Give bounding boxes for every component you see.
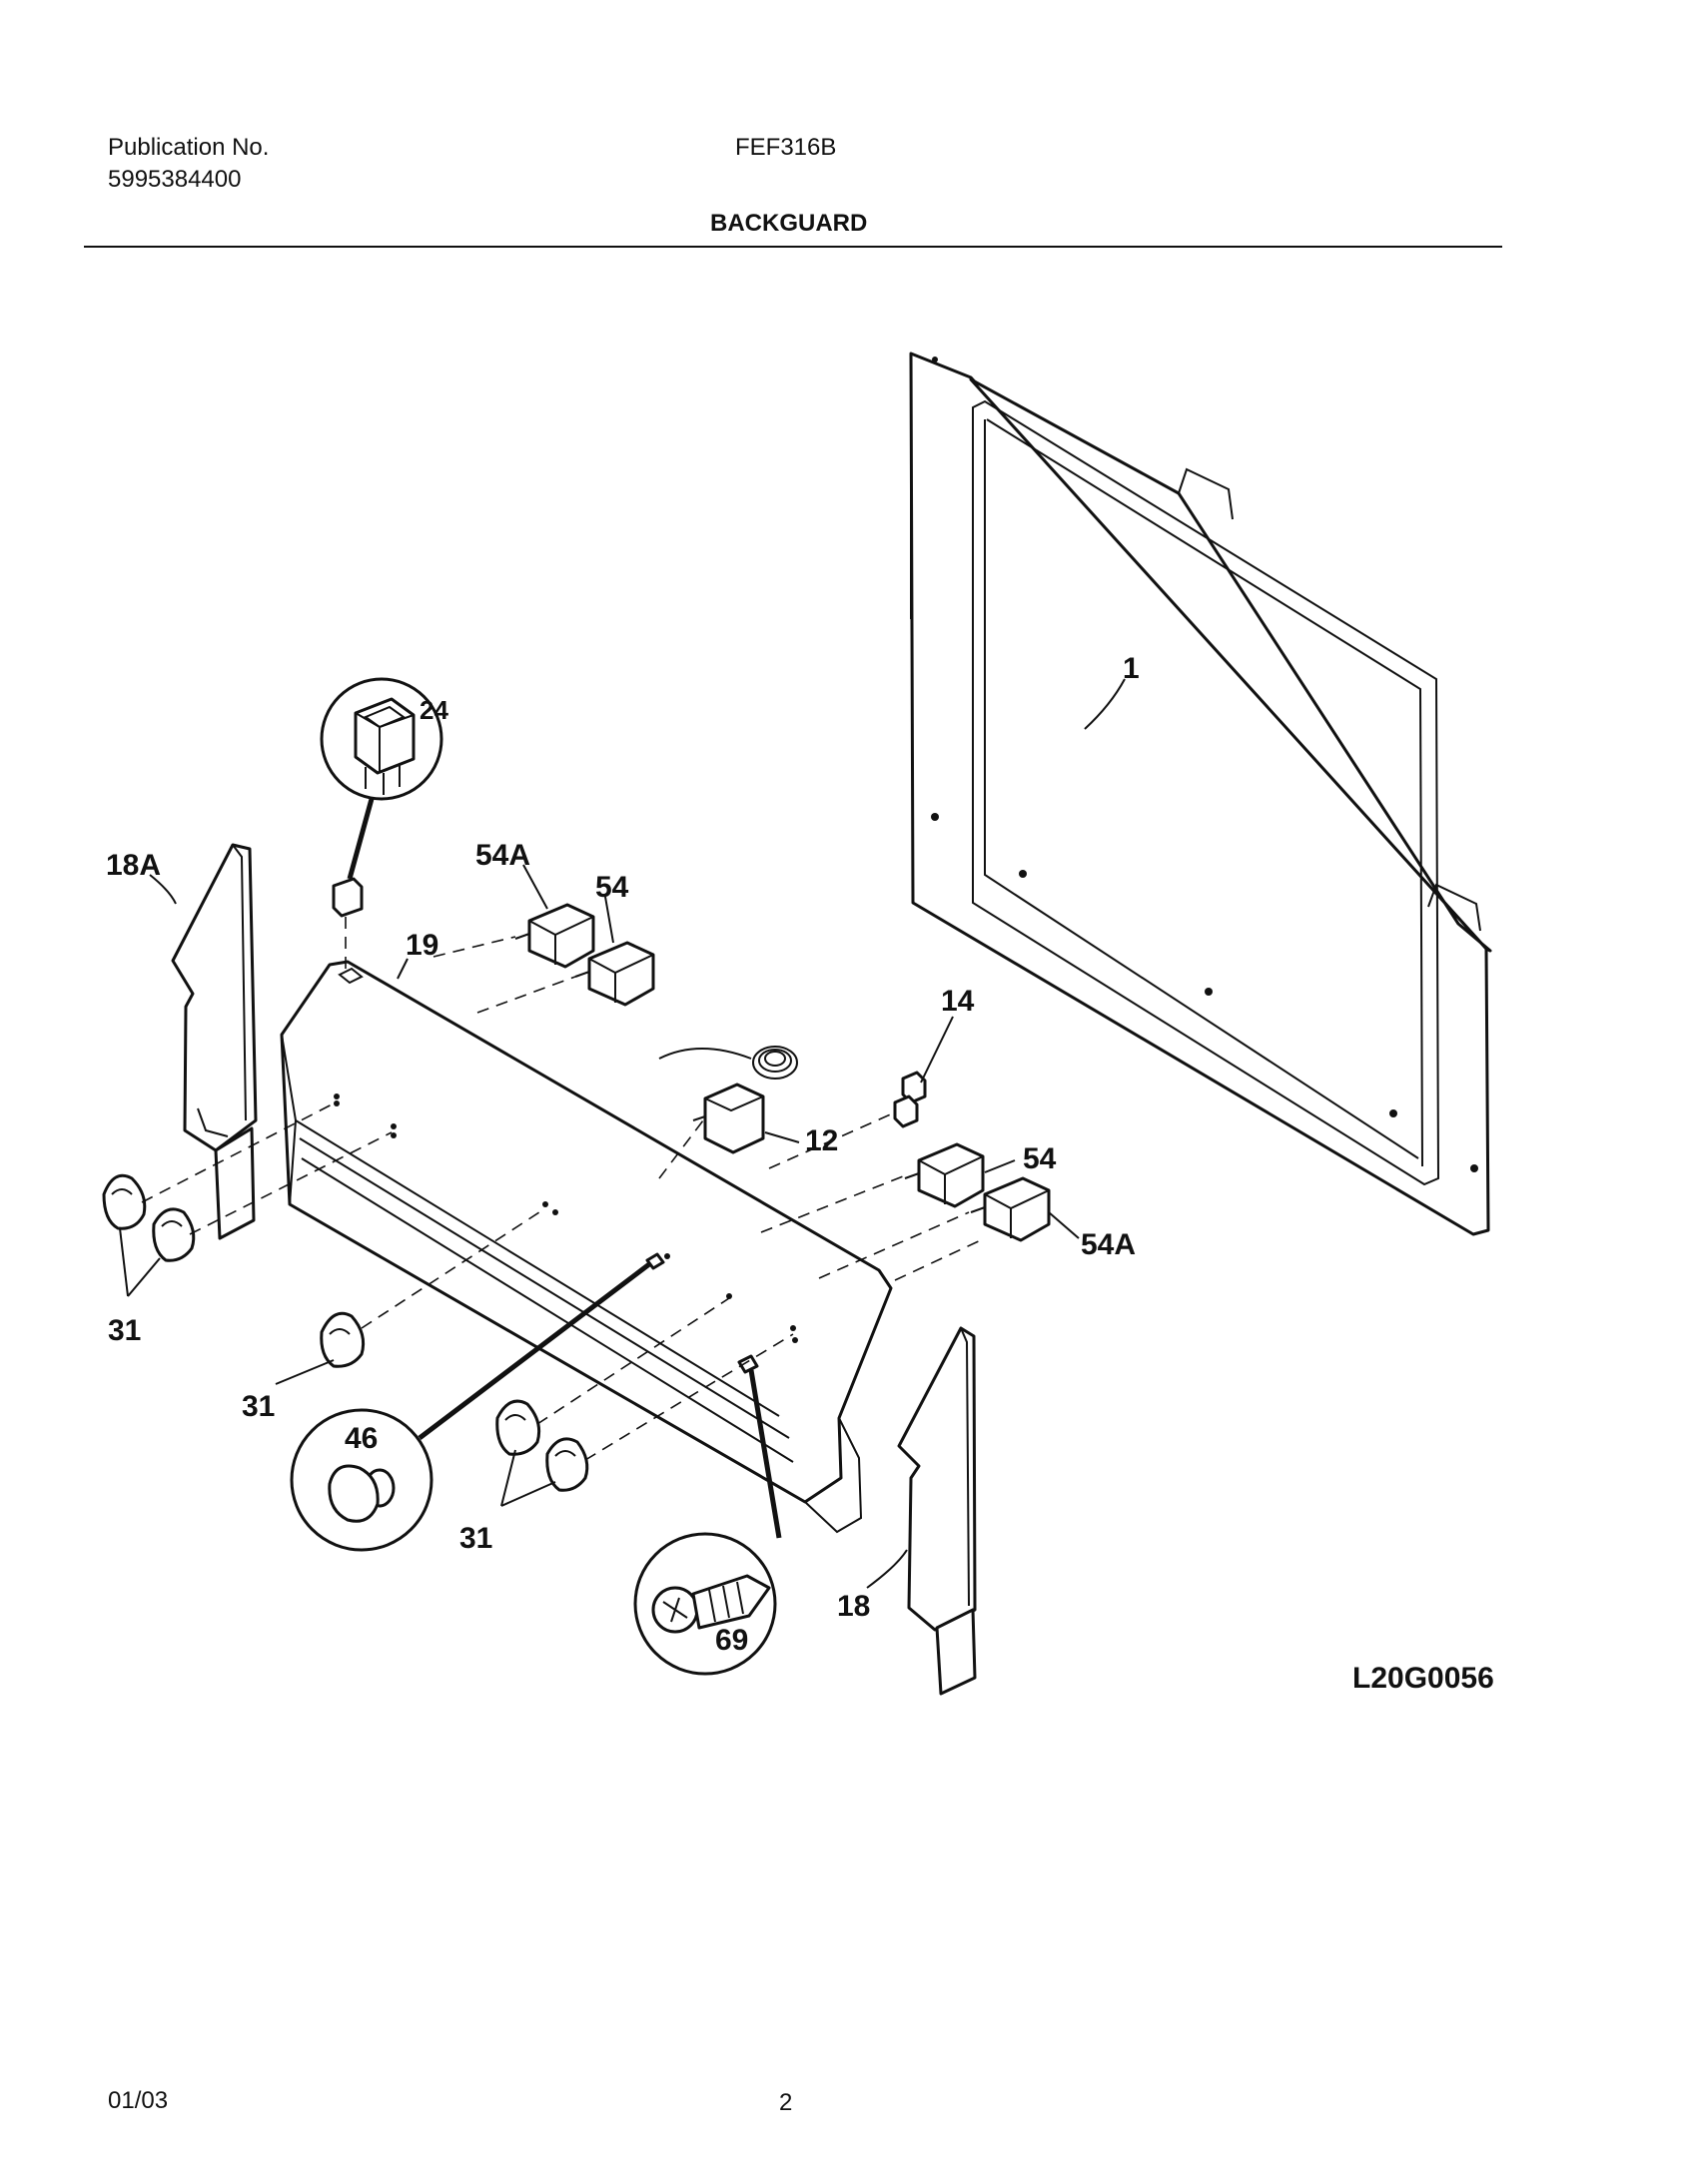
thermostat-part-12 <box>658 1046 798 1154</box>
callout-12: 12 <box>805 1124 838 1157</box>
assembly-lines <box>141 936 986 1461</box>
knob-part-31-c <box>320 1311 366 1368</box>
leader-lines <box>119 678 1126 1589</box>
callout-54a-right: 54A <box>1081 1228 1136 1261</box>
section-title: BACKGUARD <box>710 210 868 237</box>
callout-54-right: 54 <box>1023 1142 1057 1175</box>
page-number: 2 <box>779 2089 793 2116</box>
callout-31-left: 31 <box>108 1314 141 1347</box>
rear-panel-part-1 <box>909 352 1492 1236</box>
signal-light-part-14 <box>893 1071 927 1128</box>
callout-54-left: 54 <box>595 871 629 904</box>
drawing-code: L20G0056 <box>1352 1662 1494 1695</box>
rocker-switch-part-24 <box>320 677 443 971</box>
right-end-cap-part-18 <box>897 1326 977 1696</box>
infinite-switch-part-54-right <box>904 1142 985 1208</box>
infinite-switch-part-54a-left <box>514 903 595 969</box>
left-end-cap-part-18a <box>171 843 258 1240</box>
screw-part-69 <box>633 1354 782 1676</box>
knob-spacer-part-46 <box>290 1252 665 1552</box>
footer-date: 01/03 <box>108 2087 169 2114</box>
model-number: FEF316B <box>735 134 837 161</box>
infinite-switch-part-54a-right <box>970 1176 1051 1242</box>
callout-69: 69 <box>715 1624 748 1657</box>
knob-part-31-d <box>495 1399 541 1456</box>
callout-54a-left: 54A <box>475 839 530 872</box>
callout-24: 24 <box>420 695 448 725</box>
infinite-switch-part-54-left <box>574 941 655 1007</box>
header-rule <box>84 246 1502 248</box>
publication-label: Publication No. <box>108 134 270 161</box>
callout-46: 46 <box>345 1422 378 1455</box>
callout-18: 18 <box>837 1590 870 1623</box>
callout-31-mid: 31 <box>242 1390 275 1423</box>
callout-18a: 18A <box>106 849 161 882</box>
callout-labels: 1 24 18A 54A 54 19 14 12 54 54A 31 31 46… <box>106 652 1494 1695</box>
callout-1: 1 <box>1123 652 1140 685</box>
publication-number: 5995384400 <box>108 166 242 193</box>
control-panel-part-19 <box>280 960 893 1534</box>
callout-31-bottom: 31 <box>459 1522 492 1555</box>
knob-part-31-a <box>102 1173 147 1230</box>
callout-19: 19 <box>406 929 438 962</box>
knob-part-31-e <box>545 1437 589 1492</box>
callout-14: 14 <box>941 985 975 1018</box>
knob-part-31-b <box>152 1207 196 1262</box>
